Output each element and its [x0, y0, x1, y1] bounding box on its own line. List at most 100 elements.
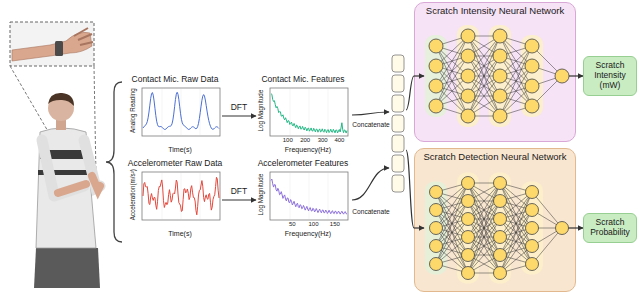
plot-axes	[269, 87, 349, 139]
neuron	[493, 109, 507, 123]
feature-cell	[392, 75, 404, 92]
network-weight	[468, 56, 500, 116]
input-arrow	[414, 75, 424, 76]
neuron	[462, 195, 475, 208]
grid-line	[290, 173, 291, 219]
neuron	[429, 39, 443, 53]
axes-frame	[270, 172, 348, 220]
plot-axes	[141, 87, 221, 139]
tick-label: 100	[302, 221, 326, 228]
plot-title: Contact Mic. Features	[248, 75, 358, 85]
output-line	[569, 75, 576, 76]
neuron	[461, 29, 475, 43]
neuron	[461, 89, 475, 103]
connector-arrow	[576, 227, 583, 228]
neuron	[430, 222, 443, 235]
arm	[58, 184, 86, 193]
x-axis-label: Time(s)	[141, 146, 219, 154]
neuron	[461, 109, 475, 123]
signal-curve	[143, 177, 219, 215]
neuron	[429, 79, 443, 93]
neuron	[494, 249, 507, 262]
signal-curve	[143, 92, 219, 129]
output-box: Scratch Intensity (mW)	[583, 56, 637, 95]
neuron	[526, 204, 539, 217]
neuron	[462, 213, 475, 226]
output-line	[569, 227, 577, 228]
network-weight	[468, 183, 500, 237]
output-box: Scratch Probability	[583, 213, 637, 243]
network-panel: Scratch Intensity Neural Network	[414, 2, 576, 142]
neuron	[430, 240, 443, 253]
network-weight	[468, 183, 500, 237]
neuron	[525, 79, 539, 93]
network-weight	[468, 36, 500, 96]
signal-curve	[271, 179, 347, 214]
plot-title: Accelerometer Raw Data	[120, 159, 230, 169]
plot-panel: Accelerometer FeaturesLog MagnitudeFrequ…	[256, 160, 350, 240]
y-axis-label: Log Magnitude	[257, 160, 264, 230]
feature-cell	[392, 135, 404, 152]
flow-arrow	[406, 150, 414, 228]
feature-cell	[392, 95, 404, 112]
neuron	[493, 29, 507, 43]
edge-label: DFT	[230, 187, 249, 197]
network-weight	[468, 219, 500, 273]
neuron	[429, 59, 443, 73]
neuron	[493, 49, 507, 63]
neuron	[461, 69, 475, 83]
plot-title: Accelerometer Features	[248, 159, 358, 169]
neuron	[461, 49, 475, 63]
neuron	[462, 177, 475, 190]
axes-frame	[270, 88, 348, 136]
network-weight	[468, 56, 500, 116]
output-label: Scratch Probability	[586, 218, 634, 238]
grid-line	[328, 89, 329, 135]
network-panel: Scratch Detection Neural Network	[414, 148, 576, 292]
tick-label: 400	[327, 137, 351, 144]
neuron	[430, 204, 443, 217]
plot-axes	[141, 171, 221, 223]
y-axis-label: Log Magnitude	[257, 76, 264, 146]
neuron	[525, 39, 539, 53]
layer-band	[425, 35, 447, 117]
tick-label: 50	[280, 221, 304, 228]
input-arrow	[414, 227, 424, 228]
person	[34, 93, 100, 288]
flow-arrow	[352, 112, 389, 115]
neuron	[462, 267, 475, 280]
neuron	[462, 249, 475, 262]
x-axis-label: Frequency(Hz)	[269, 230, 347, 238]
step-label: Concatenate	[351, 208, 390, 216]
feature-cell	[392, 175, 404, 192]
panel-title: Scratch Detection Neural Network	[415, 149, 575, 163]
network-drawing	[414, 148, 576, 292]
hair	[48, 93, 74, 106]
layer-band	[425, 182, 447, 275]
tick-label: 100	[276, 137, 300, 144]
edge-label: DFT	[230, 103, 249, 113]
network-weight	[468, 219, 500, 273]
neuron	[430, 258, 443, 271]
signal-curve	[271, 94, 347, 133]
plot-title: Contact Mic. Raw Data	[120, 75, 230, 85]
neuron	[555, 69, 569, 83]
neuron	[494, 177, 507, 190]
feature-vector	[392, 55, 404, 192]
wrist-device	[55, 41, 63, 56]
y-axis-label: Analog Reading	[129, 76, 136, 146]
neuron	[429, 99, 443, 113]
tick-label: 300	[311, 137, 335, 144]
layer-band	[521, 35, 543, 117]
output-label: Scratch Intensity (mW)	[586, 61, 634, 90]
neuron	[430, 186, 443, 199]
x-axis-label: Time(s)	[141, 230, 219, 238]
network-weight	[468, 36, 500, 96]
neuron	[494, 195, 507, 208]
tick-label: 150	[323, 221, 347, 228]
neuron	[462, 231, 475, 244]
neuron	[493, 89, 507, 103]
feature-cell	[392, 155, 404, 172]
axes-frame	[142, 88, 220, 136]
